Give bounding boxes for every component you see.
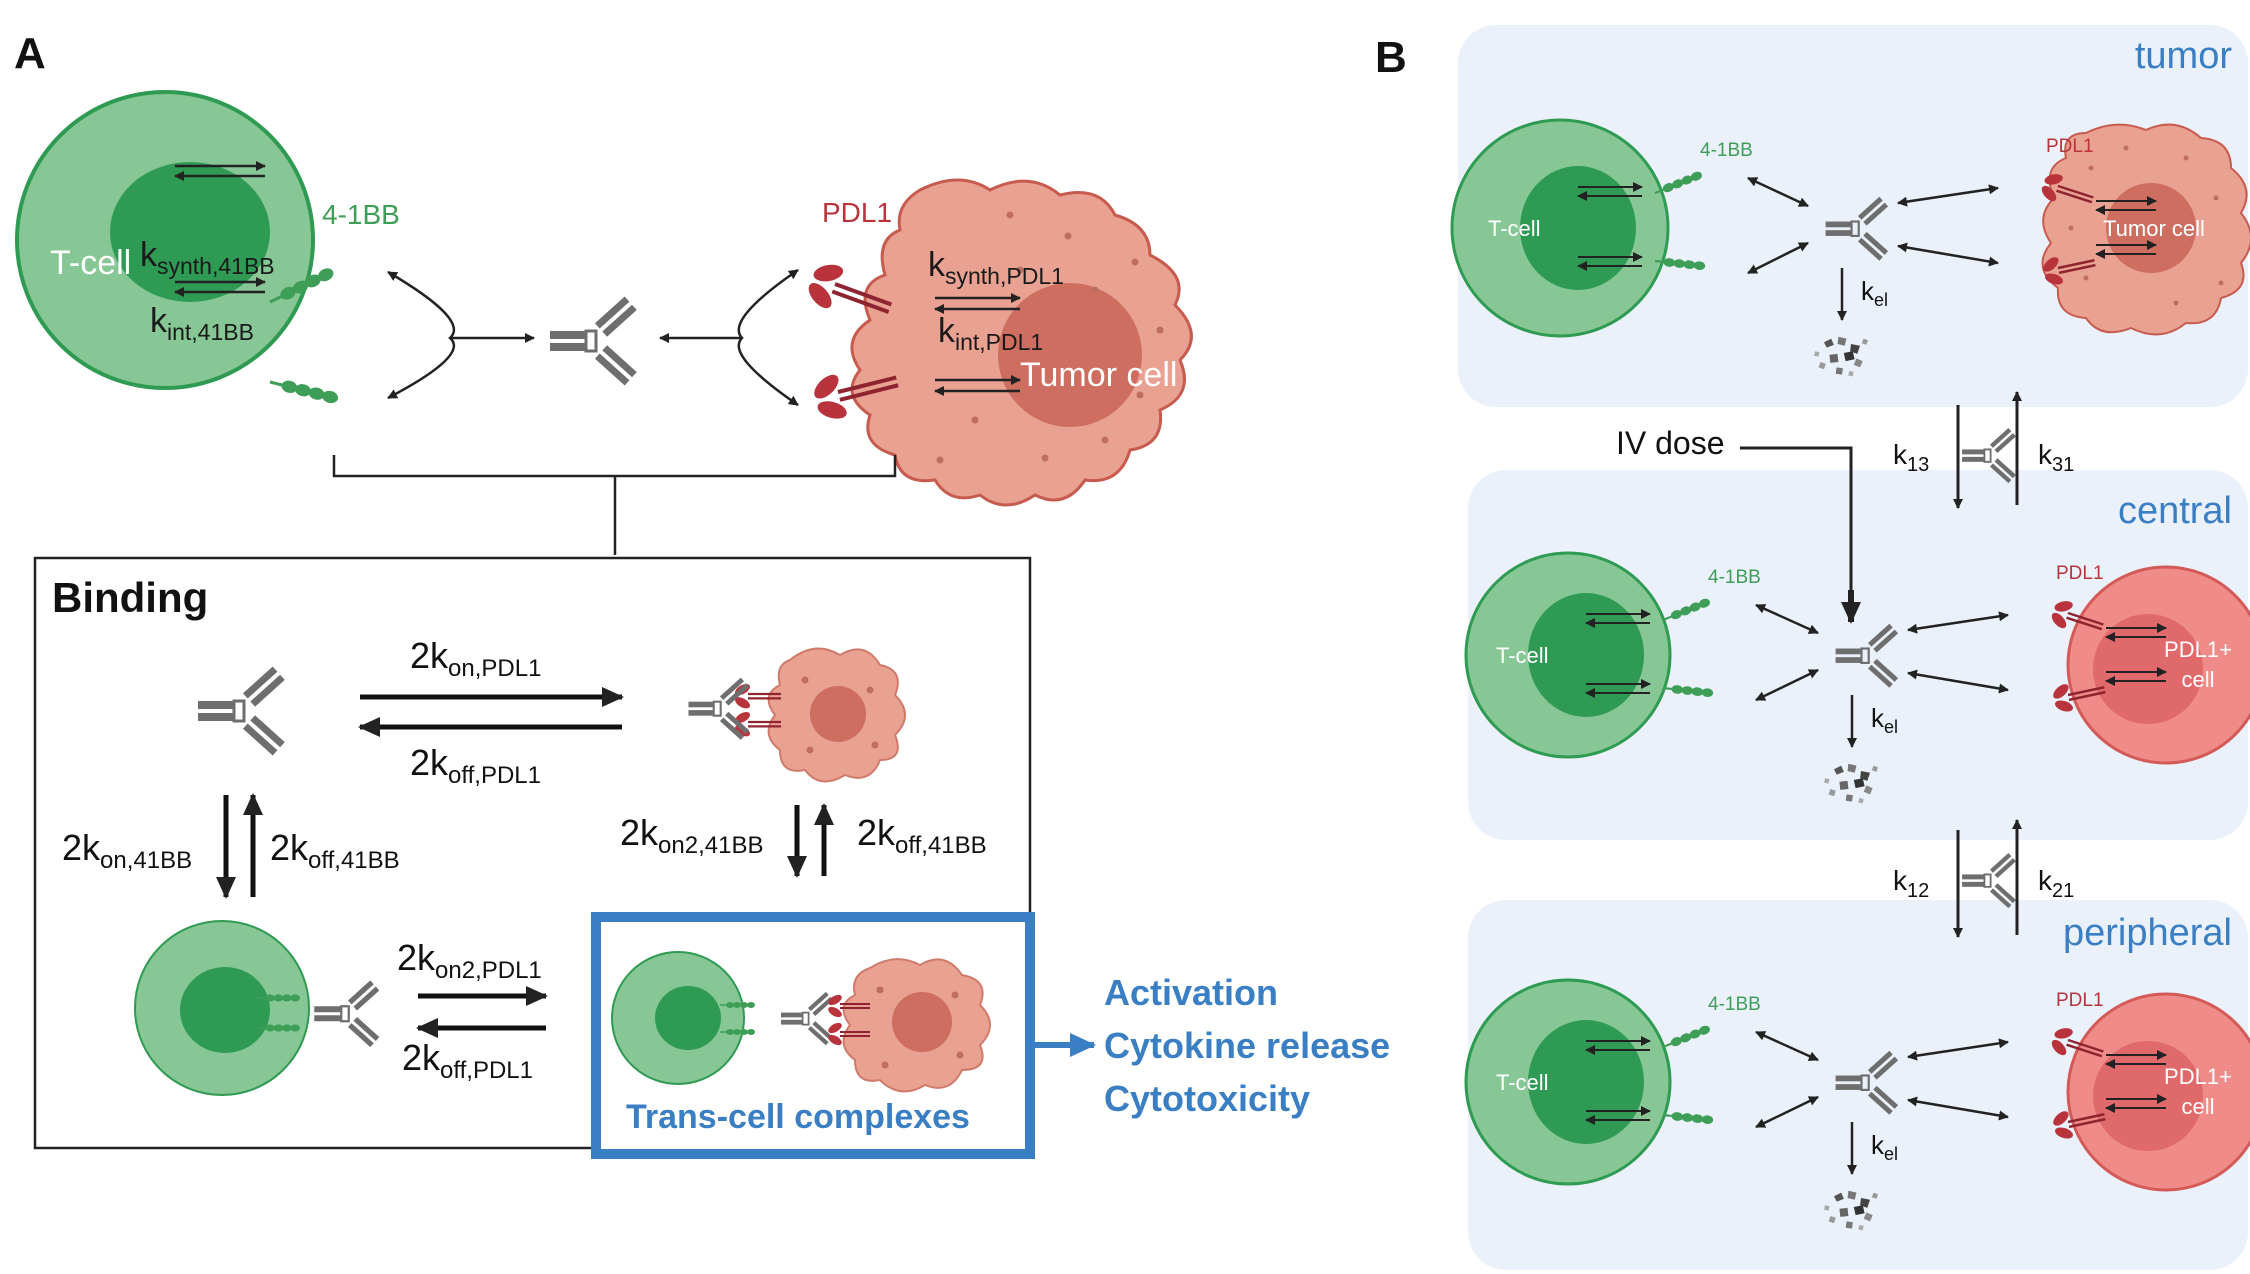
tumor-cell-a <box>850 178 1193 507</box>
panel-b-letter: B <box>1375 33 1407 82</box>
curve-41bb <box>387 270 456 400</box>
41bb-label: 4-1BB <box>1700 140 1753 161</box>
k-on-pdl1: 2kon,PDL1 <box>410 635 541 682</box>
pdl1-cell-nucleus <box>2093 614 2203 724</box>
k-synth-41bb: ksynth,41BB <box>140 236 275 279</box>
compartment-title: peripheral <box>2063 912 2232 954</box>
panel-a-letter: A <box>14 29 46 78</box>
bracket-connector <box>332 455 897 555</box>
exchange-arrow <box>1755 668 1819 702</box>
speckle <box>2068 225 2074 231</box>
binding-title: Binding <box>52 574 208 621</box>
binding-antibody-free <box>196 665 287 757</box>
kel-label: kel <box>1861 276 1888 310</box>
trans-cell-complex <box>611 951 991 1093</box>
compartment-bg <box>1458 25 2248 407</box>
k21-label: k21 <box>2038 865 2074 902</box>
iv-dose-label: IV dose <box>1616 425 1725 461</box>
binding-box <box>33 556 1032 1150</box>
binding-tcell-complex <box>134 920 381 1096</box>
speckle <box>2173 300 2179 306</box>
exchange-arrow <box>1747 176 1809 208</box>
transfer-12-21 <box>1953 819 2022 938</box>
t-cell-label: T-cell <box>1496 643 1549 668</box>
k-on2-41bb: 2kon2,41BB <box>620 812 763 859</box>
k-int-pdl1: kint,PDL1 <box>938 312 1043 355</box>
speckle <box>2183 155 2189 161</box>
pdl1-cell-nucleus <box>2093 1041 2203 1151</box>
exchange-arrow <box>1897 242 1999 267</box>
tumor-cell-label-a: Tumor cell <box>1020 356 1177 394</box>
41bb-label: 4-1BB <box>1708 994 1761 1015</box>
k-on2-pdl1: 2kon2,PDL1 <box>397 937 542 984</box>
cell-label: cell <box>2181 1094 2214 1119</box>
outcome-cytokine: Cytokine release <box>1104 1025 1390 1066</box>
speckle <box>2123 145 2129 151</box>
t-cell-a <box>15 90 315 390</box>
41bb-receptor-bottom <box>267 374 341 407</box>
compartment-title: tumor <box>2135 35 2232 77</box>
exchange-arrow <box>1907 1096 2009 1121</box>
antibody-a <box>548 295 639 387</box>
k-off-pdl1: 2koff,PDL1 <box>410 742 541 789</box>
exchange-arrow <box>1755 603 1819 635</box>
k-synth-pdl1: ksynth,PDL1 <box>928 246 1064 289</box>
speckle <box>2083 275 2089 281</box>
speckle <box>2213 195 2219 201</box>
pdl1-label: PDL1 <box>2056 563 2104 584</box>
kel-label: kel <box>1871 1130 1898 1164</box>
exchange-arrow <box>1897 184 1999 207</box>
exchange-arrow <box>1755 1095 1819 1129</box>
k-on-41bb: 2kon,41BB <box>62 827 192 874</box>
transfer-13-31 <box>1953 391 2022 509</box>
tcell-synth-int-arrows <box>174 161 266 297</box>
t-cell-label: T-cell <box>1496 1070 1549 1095</box>
compartment-bg <box>1468 470 2248 840</box>
k13-label: k13 <box>1893 439 1929 476</box>
curve-pdl1 <box>737 268 799 407</box>
k31-label: k31 <box>2038 439 2074 476</box>
speckle <box>2218 280 2224 286</box>
tumor-synth-int-arrows <box>934 293 1021 396</box>
exchange-arrow <box>1755 1030 1819 1062</box>
k-off-41bb-right: 2koff,41BB <box>857 812 987 859</box>
41bb-label-a: 4-1BB <box>322 199 400 230</box>
outcome-cytotoxicity: Cytotoxicity <box>1104 1078 1310 1119</box>
pdl1-label-a: PDL1 <box>822 197 892 228</box>
tumor-nucleus <box>2106 183 2196 273</box>
speckle <box>2088 165 2094 171</box>
41bb-label: 4-1BB <box>1708 567 1761 588</box>
cell-label: cell <box>2181 667 2214 692</box>
outcome-activation: Activation <box>1104 972 1278 1013</box>
t-cell-label: T-cell <box>1488 216 1541 241</box>
t-cell-label-a: T-cell <box>50 244 131 282</box>
compartment-title: central <box>2118 490 2232 532</box>
k12-label: k12 <box>1893 865 1929 902</box>
exchange-arrow <box>1747 241 1809 275</box>
cell-label: PDL1+ <box>2164 637 2232 662</box>
pdl1-label: PDL1 <box>2056 990 2104 1011</box>
binding-tumor-complex <box>687 647 906 783</box>
exchange-arrow <box>1907 611 2009 634</box>
k-off-41bb-left: 2koff,41BB <box>270 827 400 874</box>
exchange-arrow <box>1907 1038 2009 1061</box>
k-int-41bb: kint,41BB <box>150 302 254 345</box>
trans-cell-label: Trans-cell complexes <box>626 1098 970 1136</box>
k-off-pdl1-bottom: 2koff,PDL1 <box>402 1037 533 1084</box>
cell-label: PDL1+ <box>2164 1064 2232 1089</box>
iv-dose-path <box>1740 446 1853 618</box>
cell-label: Tumor cell <box>2103 216 2205 241</box>
exchange-arrow <box>1907 669 2009 694</box>
pdl1-label: PDL1 <box>2046 136 2094 157</box>
kel-label: kel <box>1871 703 1898 737</box>
